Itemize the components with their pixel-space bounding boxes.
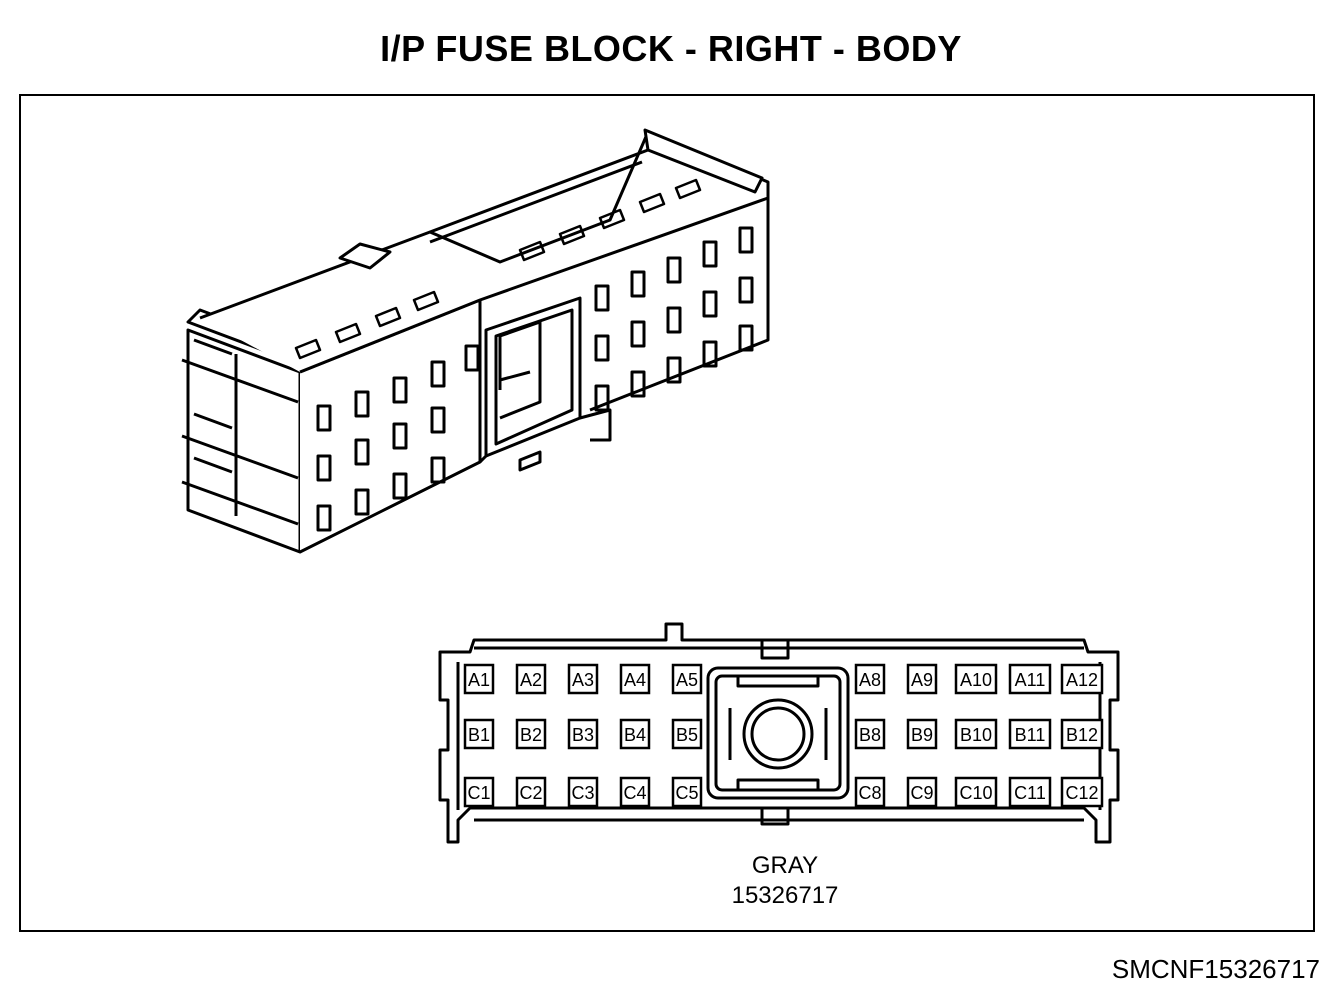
pin-label: C12: [1065, 783, 1098, 803]
pin-label: A10: [960, 670, 992, 690]
pin-label: B10: [960, 725, 992, 745]
pin-label: C9: [910, 783, 933, 803]
pin-label: A1: [468, 670, 490, 690]
pin-label: A2: [520, 670, 542, 690]
pin-label: C4: [623, 783, 646, 803]
connector-part-number: 15326717: [731, 882, 839, 909]
connector-isometric-view: [181, 128, 770, 554]
connector-color-label: GRAY: [751, 852, 819, 879]
pin-label: A5: [676, 670, 698, 690]
pin-C5: C5: [671, 776, 703, 808]
pin-C12: C12: [1060, 776, 1104, 808]
pin-label: A9: [911, 670, 933, 690]
pin-label: B2: [520, 725, 542, 745]
pin-C3: C3: [567, 776, 599, 808]
pin-label: B9: [911, 725, 933, 745]
pin-label: A4: [624, 670, 646, 690]
pin-C8: C8: [854, 776, 886, 808]
pin-label: A8: [859, 670, 881, 690]
pin-label: B1: [468, 725, 490, 745]
pin-label: C11: [1014, 783, 1046, 803]
pin-B8: B8: [854, 718, 886, 750]
pin-label: C10: [959, 783, 992, 803]
pin-label: C5: [675, 783, 698, 803]
pin-B5: B5: [671, 718, 703, 750]
pin-A1: A1: [463, 663, 495, 695]
pin-B4: B4: [619, 718, 651, 750]
pin-label: B12: [1066, 725, 1098, 745]
pin-B11: B11: [1008, 718, 1052, 750]
page-title: I/P FUSE BLOCK - RIGHT - BODY: [380, 28, 962, 69]
pin-label: B3: [572, 725, 594, 745]
pin-B1: B1: [463, 718, 495, 750]
pin-A9: A9: [906, 663, 938, 695]
pin-C11: C11: [1008, 776, 1052, 808]
pin-A5: A5: [671, 663, 703, 695]
pin-label: C1: [467, 783, 490, 803]
pin-C4: C4: [619, 776, 651, 808]
pin-C1: C1: [463, 776, 495, 808]
pin-A12: A12: [1060, 663, 1104, 695]
pin-C10: C10: [954, 776, 998, 808]
pin-A3: A3: [567, 663, 599, 695]
pin-label: A12: [1066, 670, 1098, 690]
pin-label: A11: [1015, 670, 1046, 690]
pin-A11: A11: [1008, 663, 1052, 695]
pin-label: B5: [676, 725, 698, 745]
pin-grid-left: A1 A2 A3 A4 A5 B1 B2 B3 B4 B5 C1 C2 C3 C…: [463, 663, 703, 808]
pin-B10: B10: [954, 718, 998, 750]
pin-label: B11: [1015, 725, 1046, 745]
pin-A10: A10: [954, 663, 998, 695]
pin-B3: B3: [567, 718, 599, 750]
pin-label: A3: [572, 670, 594, 690]
pin-A4: A4: [619, 663, 651, 695]
pin-B12: B12: [1060, 718, 1104, 750]
pin-label: C8: [858, 783, 881, 803]
pin-A8: A8: [854, 663, 886, 695]
pin-B2: B2: [515, 718, 547, 750]
pin-C9: C9: [906, 776, 938, 808]
pin-A2: A2: [515, 663, 547, 695]
pin-label: C2: [519, 783, 542, 803]
diagram-frame: [19, 94, 1315, 932]
pin-label: C3: [571, 783, 594, 803]
pin-label: B8: [859, 725, 881, 745]
pin-label: B4: [624, 725, 646, 745]
pin-grid-right: A8 A9 A10 A11 A12 B8 B9 B10 B11 B12 C8 C…: [854, 663, 1104, 808]
figure-code: SMCNF15326717: [1111, 954, 1320, 984]
pin-C2: C2: [515, 776, 547, 808]
pin-B9: B9: [906, 718, 938, 750]
